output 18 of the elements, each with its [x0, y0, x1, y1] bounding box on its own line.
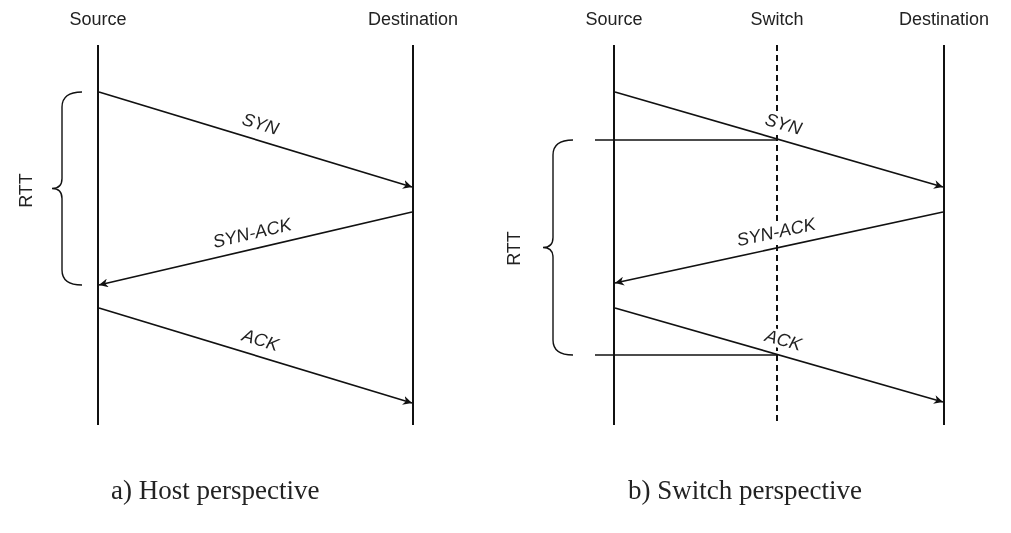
message-arrow: [98, 211, 413, 288]
message-arrow: [614, 211, 944, 286]
guide-line: [594, 139, 777, 141]
message-arrow: [98, 91, 413, 189]
guide-line: [594, 354, 777, 356]
lifeline-label: Destination: [367, 9, 459, 30]
panel-caption: b) Switch perspective: [628, 474, 862, 506]
interval-label: RTT: [15, 172, 37, 208]
lifeline-label: Source: [585, 9, 643, 30]
lifeline-label: Switch: [750, 9, 804, 30]
edge-label: ACK: [761, 325, 806, 354]
message-arrow: [614, 307, 944, 404]
lifeline-label: Destination: [898, 9, 990, 30]
interval-label: RTT: [503, 230, 525, 266]
lifeline-label: Source: [69, 9, 127, 30]
message-arrow: [98, 307, 413, 405]
message-arrow: [614, 91, 944, 189]
panel-caption: a) Host perspective: [111, 474, 320, 506]
